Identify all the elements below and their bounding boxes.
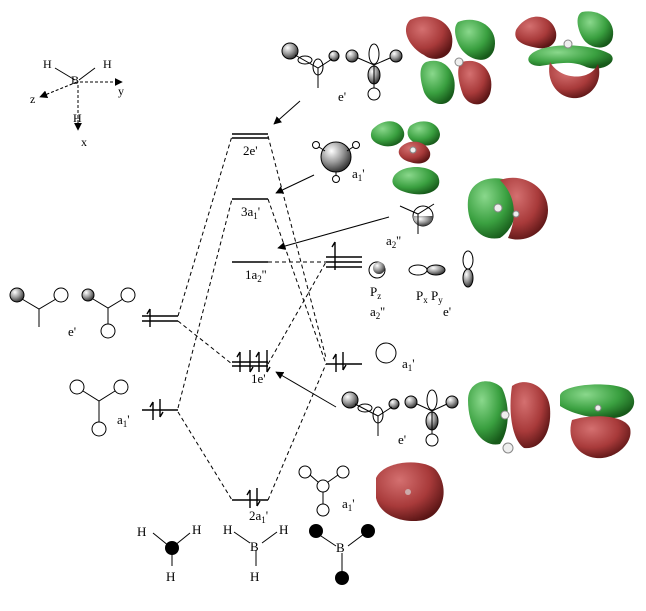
axis-z-label: z [30, 92, 35, 106]
b-frag-label: B [336, 540, 345, 555]
left-a1-label: a1' [117, 412, 130, 429]
correlation-lines [177, 135, 327, 501]
sketch-2a1 [298, 465, 350, 517]
b-h-bond-right [78, 67, 96, 81]
a2-label: a2'' [370, 304, 385, 321]
sketch-2e-top [281, 42, 403, 101]
axis-b: B [71, 73, 79, 87]
sketch-a2 [399, 203, 435, 234]
pz-label: Pz [370, 284, 381, 301]
s-orbital [375, 342, 397, 364]
orbital-render-2e-a [405, 16, 496, 105]
molecule-bh3: H H B H [223, 522, 288, 584]
molecule-b-with-h3: B [309, 524, 375, 585]
sketch-a2-label: a2'' [386, 233, 401, 250]
electrons-1e [236, 350, 271, 373]
px-orbital [408, 264, 446, 276]
level-1e: 1e' [251, 371, 266, 386]
pxpy-label: Px Py [416, 288, 443, 305]
h3-h1: H [137, 524, 146, 539]
sketch-3a1 [312, 141, 360, 183]
orbital-render-2a1 [376, 462, 444, 522]
level-2e: 2e' [243, 143, 258, 158]
axis-h-bottom: H [73, 111, 82, 125]
orbital-render-1e-a [468, 381, 551, 454]
axis-y-label: y [118, 84, 124, 98]
bh3-h1: H [223, 522, 232, 537]
orbital-render-1e-b [560, 384, 635, 459]
b-h-bond-left [54, 67, 76, 81]
sketch-e-bottom-label: e' [398, 432, 406, 447]
level-2a1: 2a1' [249, 508, 268, 525]
bh3-h3: H [250, 569, 259, 584]
pointer-arrows [273, 100, 390, 408]
level-1a2: 1a2'' [245, 267, 266, 284]
electrons-2a1 [246, 488, 261, 508]
left-fragment: e' a1' [9, 287, 178, 437]
sketch-a1-bottom-label: a1' [342, 496, 355, 513]
left-e-label: e' [68, 324, 76, 339]
h3-a1-sketch [69, 379, 129, 437]
right-e-label: e' [443, 304, 451, 319]
level-3a1: 3a1' [241, 204, 260, 221]
right-fragment: Pz a2'' Px Py e' a1' [326, 241, 474, 373]
axis-h-left: H [43, 57, 52, 71]
bh3-h2: H [279, 522, 288, 537]
h3-e-sketch-2 [81, 287, 136, 339]
sketch-1e-bottom [341, 389, 459, 447]
bh3-b: B [250, 539, 259, 554]
sketch-a1-mid-label: a1' [352, 166, 365, 183]
s-a1-label: a1' [402, 356, 415, 373]
orbital-render-a2 [467, 177, 548, 240]
coordinate-axes: H H B H z y x [30, 57, 124, 149]
py-orbital [462, 250, 474, 288]
pz-orbital [368, 261, 386, 279]
axis-x-label: x [81, 135, 87, 149]
molecule-h3: H H H [137, 522, 201, 584]
orbital-render-2e-b [515, 11, 614, 99]
sketch-e-top-label: e' [338, 89, 346, 104]
z-axis-arrow [39, 81, 78, 99]
orbital-render-3a1 [370, 121, 440, 195]
mo-levels: 2e' 3a1' 1a2'' 1e' 2a1' [232, 133, 271, 525]
h3-h3: H [166, 569, 175, 584]
h3-e-sketch-1 [9, 287, 69, 327]
h3-h2: H [192, 522, 201, 537]
axis-h-right: H [103, 57, 112, 71]
